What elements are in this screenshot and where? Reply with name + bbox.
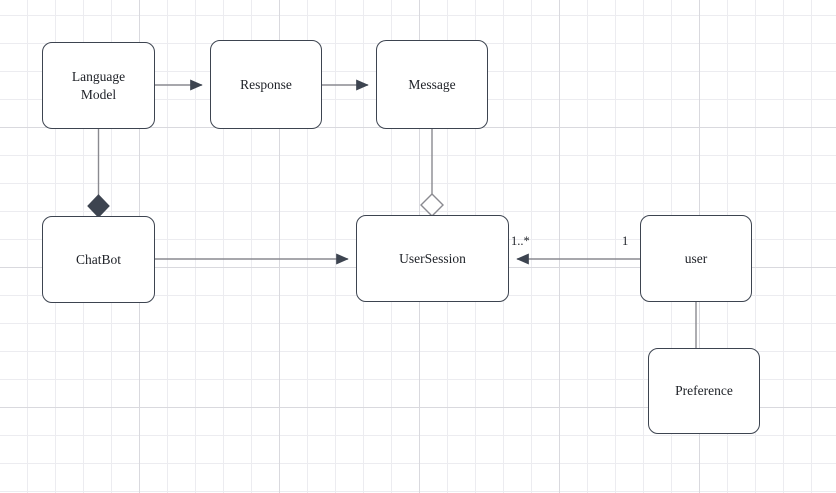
node-label: Response	[240, 76, 292, 92]
node-label: Language Model	[71, 68, 126, 102]
node-language-model[interactable]: Language Model	[42, 42, 155, 129]
node-usersession[interactable]: UserSession	[356, 215, 509, 302]
node-label: ChatBot	[75, 251, 121, 267]
node-user[interactable]: user	[640, 215, 752, 302]
composition-diamond-icon	[87, 194, 110, 218]
node-label: UserSession	[399, 250, 466, 266]
edge-language-model-to-chatbot	[87, 129, 110, 218]
node-message[interactable]: Message	[376, 40, 488, 129]
node-label: Preference	[675, 383, 733, 398]
node-label: user	[684, 250, 708, 266]
node-response[interactable]: Response	[210, 40, 322, 129]
multiplicity-label-session-end: 1..*	[511, 234, 530, 248]
multiplicity-label-user-end: 1	[622, 234, 629, 248]
edge-message-to-usersession	[420, 129, 444, 217]
aggregation-diamond-icon	[420, 193, 444, 217]
node-preference[interactable]: Preference	[648, 348, 760, 434]
node-label: Message	[408, 76, 456, 92]
node-chatbot[interactable]: ChatBot	[42, 216, 155, 303]
